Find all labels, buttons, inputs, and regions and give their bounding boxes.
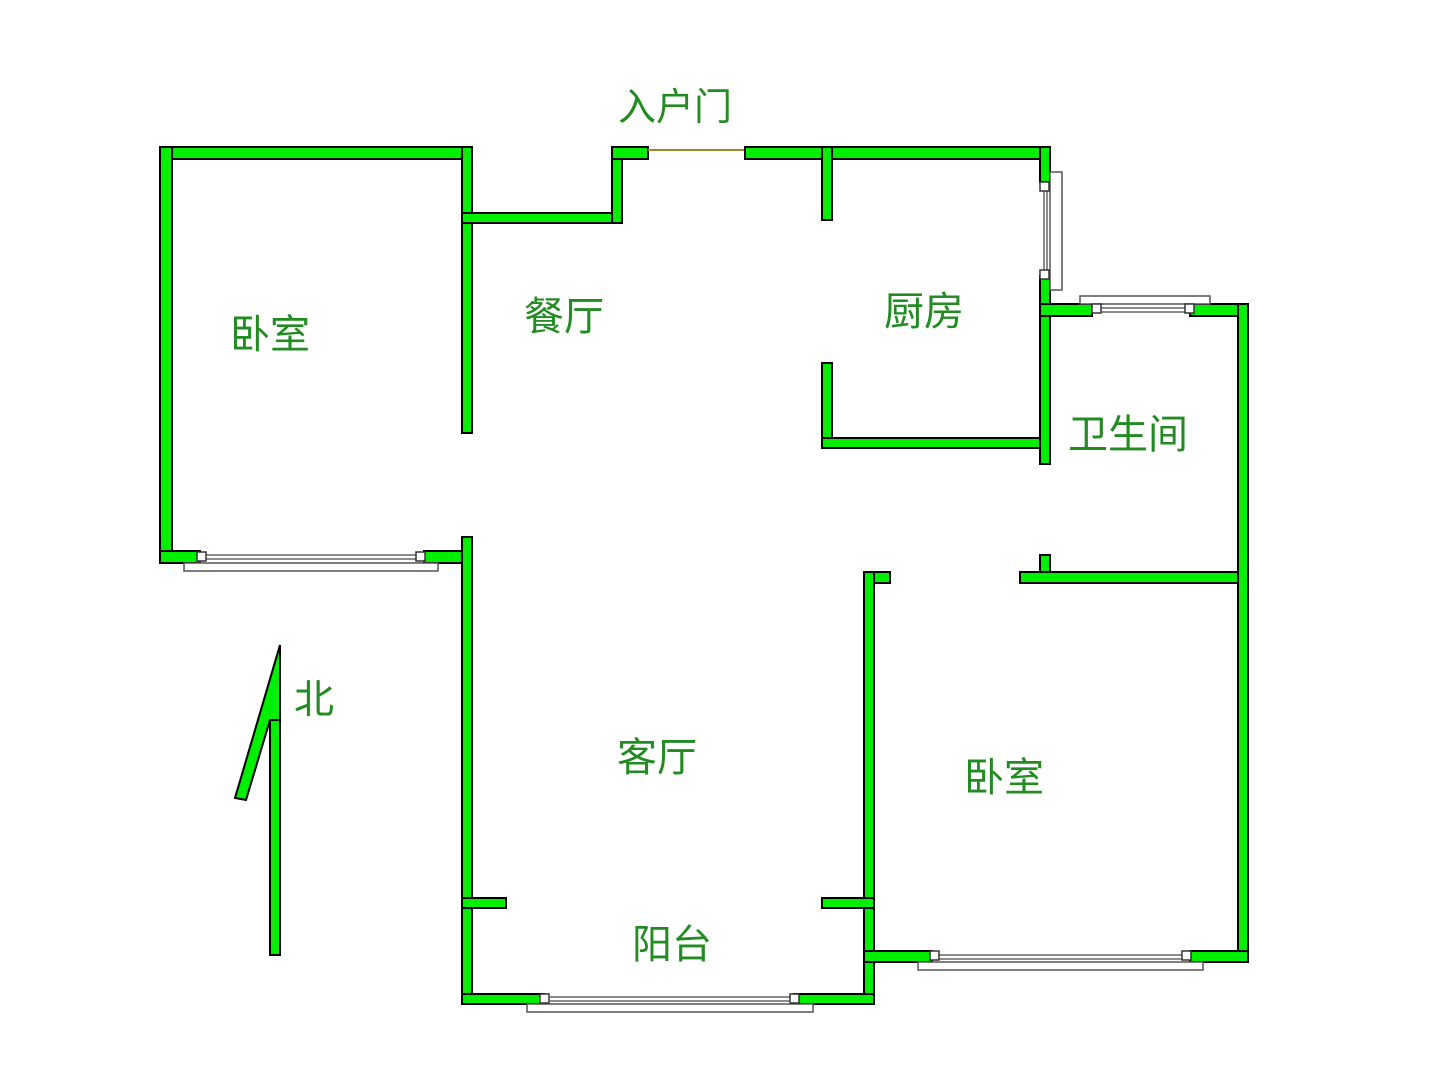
wall-dining-notch-bottom: [461, 212, 623, 224]
wall-bedroom-nw-north: [159, 146, 473, 160]
wall-bathroom-north-left: [1039, 303, 1093, 317]
kitchen-label: 厨房: [884, 289, 964, 335]
wall-bedroom-se-west: [863, 571, 875, 1005]
wall-balcony-south-left: [461, 993, 545, 1005]
wall-entry-left: [611, 146, 649, 160]
wall-kitchen-west-upper: [821, 146, 833, 221]
wall-kitchen-south: [821, 437, 1049, 449]
wall-kitchen-east-top: [1039, 146, 1051, 183]
wall-east-outer: [1237, 303, 1249, 963]
north-label: 北: [294, 677, 334, 723]
wall-balcony-left-stub: [461, 897, 507, 909]
dining-label: 餐厅: [524, 294, 604, 340]
kitchen-window: [1039, 171, 1063, 291]
bathroom-window: [1079, 295, 1211, 314]
wall-bedroom-se-south-right: [1189, 950, 1249, 963]
bedroom-north-label: 卧室: [230, 312, 310, 358]
bedroom-south-label: 卧室: [964, 755, 1044, 801]
living-label: 客厅: [617, 735, 697, 781]
bedroom-se-window: [917, 950, 1204, 971]
wall-entry-right: [744, 146, 1051, 160]
wall-balcony-south-right: [793, 993, 875, 1005]
balcony-window: [526, 993, 814, 1013]
bathroom-label: 卫生间: [1068, 412, 1188, 458]
north-arrow-icon: [233, 644, 281, 956]
wall-balcony-right-stub: [821, 897, 875, 909]
wall-bedroom-nw-east-upper: [461, 146, 473, 434]
entry-door-label: 入户门: [618, 85, 733, 129]
wall-bedroom-nw-west: [159, 146, 173, 564]
wall-kitchen-west-lower: [821, 362, 833, 449]
wall-living-west: [461, 536, 473, 1005]
wall-bedroom-se-south-left: [863, 950, 933, 963]
wall-bathroom-south: [1019, 571, 1249, 584]
bedroom-nw-window: [183, 551, 439, 572]
balcony-label: 阳台: [632, 922, 712, 968]
wall-bedroom-nw-south-left: [159, 550, 201, 564]
